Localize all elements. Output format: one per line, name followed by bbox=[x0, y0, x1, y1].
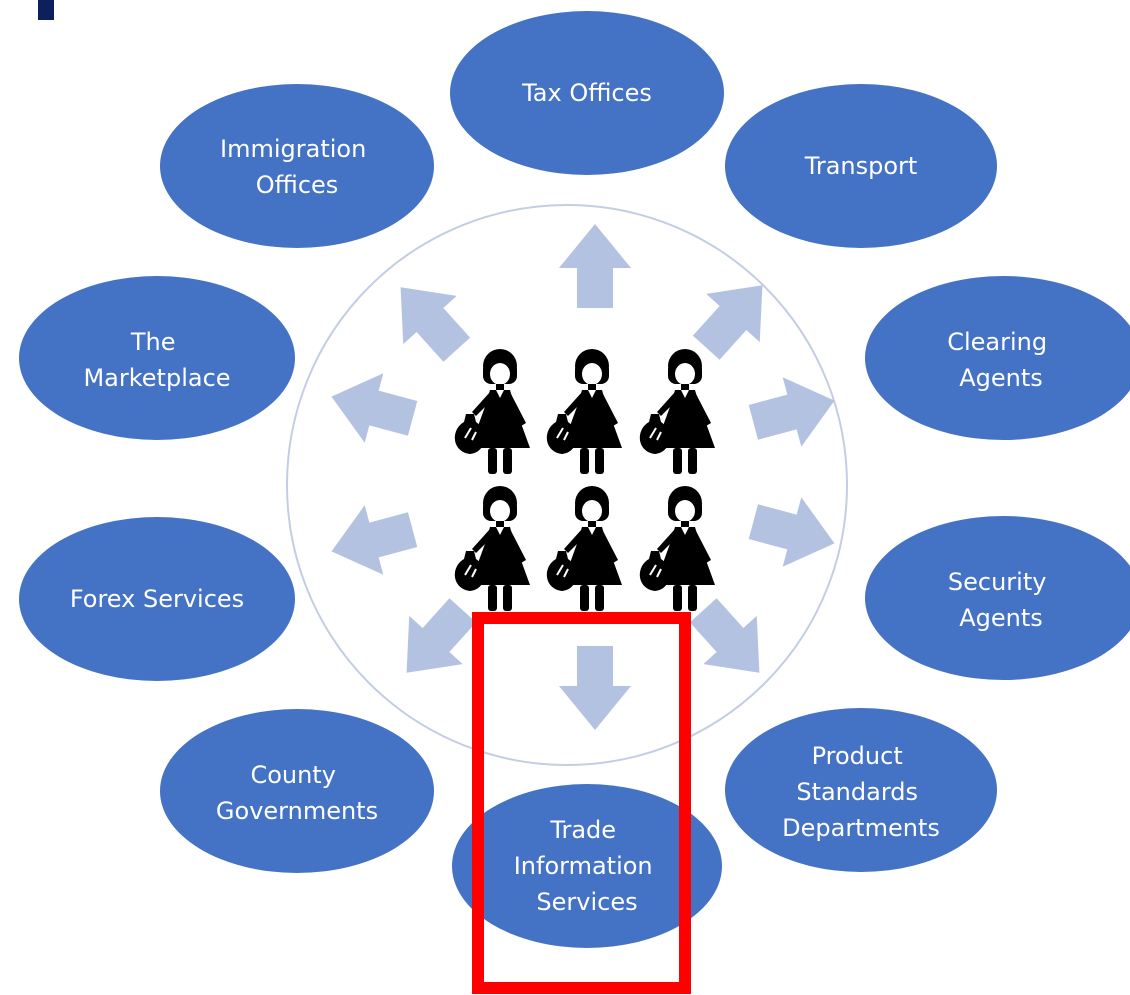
node-label: Services bbox=[536, 888, 637, 916]
node-the-marketplace: The Marketplace bbox=[19, 276, 295, 440]
node-security-agents: Security Agents bbox=[865, 516, 1130, 680]
svg-text:Clearing Agents: Clearing Agents bbox=[947, 328, 1055, 392]
svg-text:Trade Information: Trade Information Services bbox=[514, 816, 661, 916]
woman-with-bag-icon bbox=[545, 348, 623, 475]
arrow-icon bbox=[322, 494, 422, 587]
arrow-icon bbox=[373, 263, 484, 374]
woman-with-bag-icon bbox=[638, 485, 716, 612]
women-traders-group bbox=[453, 348, 716, 612]
woman-with-bag-icon bbox=[453, 348, 531, 475]
arrows bbox=[322, 224, 844, 730]
woman-with-bag-icon bbox=[638, 348, 716, 475]
node-label: Offices bbox=[256, 171, 339, 199]
node-immigration-offices: Immigration Offices bbox=[160, 84, 434, 248]
node-trade-information-services: Trade Information Services bbox=[452, 784, 722, 948]
node-label: Security bbox=[948, 568, 1047, 596]
arrow-icon bbox=[744, 486, 844, 579]
arrow-icon bbox=[322, 361, 422, 454]
node-label: Tax Offices bbox=[521, 79, 652, 107]
node-forex-services: Forex Services bbox=[19, 517, 295, 681]
arrow-icon bbox=[744, 365, 844, 458]
node-label: The bbox=[130, 328, 176, 356]
svg-text:Transport: Transport bbox=[804, 152, 918, 180]
woman-with-bag-icon bbox=[545, 485, 623, 612]
svg-text:Immigration Offices: Immigration Offices bbox=[220, 135, 374, 199]
node-label: Forex Services bbox=[70, 585, 244, 613]
node-product-standards-departments: Product Standards Departments bbox=[725, 708, 997, 872]
node-label: County bbox=[250, 761, 335, 789]
svg-text:County Governments: County Governments bbox=[216, 761, 378, 825]
node-clearing-agents: Clearing Agents bbox=[865, 276, 1130, 440]
node-label: Agents bbox=[959, 604, 1043, 632]
highlight-box bbox=[472, 612, 691, 994]
node-label: Departments bbox=[782, 814, 940, 842]
node-label: Trade bbox=[549, 816, 616, 844]
svg-text:Tax Offices: Tax Offices bbox=[521, 79, 652, 107]
node-label: Agents bbox=[959, 364, 1043, 392]
node-tax-offices: Tax Offices bbox=[450, 11, 724, 175]
svg-text:Product Standards: Product Standards Departments bbox=[782, 742, 940, 842]
arrow-icon bbox=[559, 646, 631, 730]
woman-with-bag-icon bbox=[453, 485, 531, 612]
hub-circle bbox=[286, 204, 848, 766]
corner-mark bbox=[38, 0, 54, 20]
node-label: Immigration bbox=[220, 135, 366, 163]
node-label: Governments bbox=[216, 797, 378, 825]
svg-text:Forex Services: Forex Services bbox=[70, 585, 244, 613]
node-label: Information bbox=[514, 852, 653, 880]
svg-text:Security Agents: Security Agents bbox=[948, 568, 1054, 632]
node-label: Product bbox=[812, 742, 903, 770]
node-label: Transport bbox=[804, 152, 918, 180]
node-county-governments: County Governments bbox=[160, 709, 434, 873]
node-label: Standards bbox=[796, 778, 918, 806]
node-label: Clearing bbox=[947, 328, 1047, 356]
node-label: Marketplace bbox=[83, 364, 230, 392]
node-transport: Transport bbox=[725, 84, 997, 248]
svg-text:The Marketplace: The Marketplace bbox=[83, 328, 230, 392]
arrow-icon bbox=[559, 224, 631, 308]
